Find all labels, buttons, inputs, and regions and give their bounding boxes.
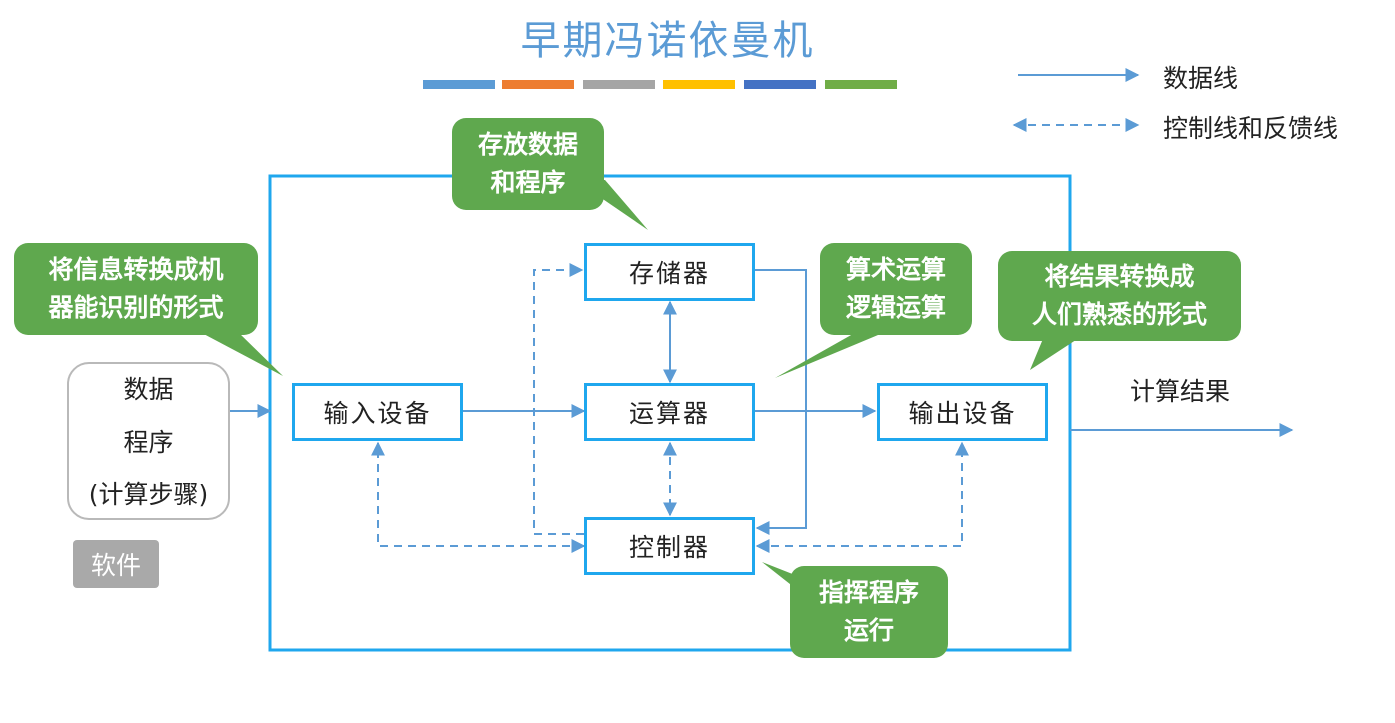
- control-to-memory-line: [533, 263, 584, 535]
- legend-control-line-label: 控制线和反馈线: [1163, 114, 1339, 143]
- callout-alu-line1: 算术运算: [845, 255, 946, 284]
- software-program-label: 程序: [123, 428, 174, 457]
- callout-output: 将结果转换成 人们熟悉的形式: [998, 251, 1241, 341]
- legend-data-line-label: 数据线: [1163, 64, 1239, 93]
- callout-input-line1: 将信息转换成机: [48, 255, 224, 284]
- color-bar-segment: [744, 80, 816, 89]
- control-to-output-line: [755, 441, 969, 553]
- callout-memory: 存放数据 和程序: [452, 118, 604, 210]
- callout-input-pointer: [200, 332, 283, 376]
- color-bar-segment: [663, 80, 735, 89]
- callout-input-line2: 器能识别的形式: [48, 293, 224, 322]
- output-result-label: 计算结果: [1130, 377, 1231, 406]
- callout-memory-line2: 和程序: [490, 168, 566, 197]
- software-steps-label: (计算步骤): [88, 480, 209, 509]
- callout-output-line1: 将结果转换成: [1044, 262, 1195, 291]
- control-to-input-line: [371, 441, 586, 553]
- callout-alu-line2: 逻辑运算: [845, 293, 946, 322]
- input-device-box: 输入设备: [292, 383, 463, 441]
- color-bar-segment: [502, 80, 574, 89]
- software-data-label: 数据: [123, 375, 174, 404]
- memory-box: 存储器: [584, 243, 755, 301]
- callout-control-line2: 运行: [843, 616, 894, 645]
- software-box: [67, 362, 230, 520]
- callout-control: 指挥程序 运行: [790, 566, 948, 658]
- callout-output-line2: 人们熟悉的形式: [1031, 300, 1207, 329]
- callout-memory-line1: 存放数据: [477, 130, 578, 159]
- callout-input: 将信息转换成机 器能识别的形式: [14, 243, 258, 335]
- color-bar-segment: [825, 80, 897, 89]
- output-device-box: 输出设备: [877, 383, 1048, 441]
- callout-output-pointer: [1030, 334, 1085, 370]
- alu-box: 运算器: [584, 383, 755, 441]
- callout-alu-pointer: [775, 330, 890, 378]
- callout-control-line1: 指挥程序: [818, 578, 919, 607]
- color-bar-segment: [583, 80, 655, 89]
- color-bar-segment: [423, 80, 495, 89]
- page-title: 早期冯诺依曼机: [520, 18, 815, 64]
- memory-to-control-arrow: [755, 269, 807, 535]
- callout-alu: 算术运算 逻辑运算: [820, 243, 972, 335]
- software-tag: 软件: [73, 540, 159, 588]
- control-unit-box: 控制器: [584, 517, 755, 575]
